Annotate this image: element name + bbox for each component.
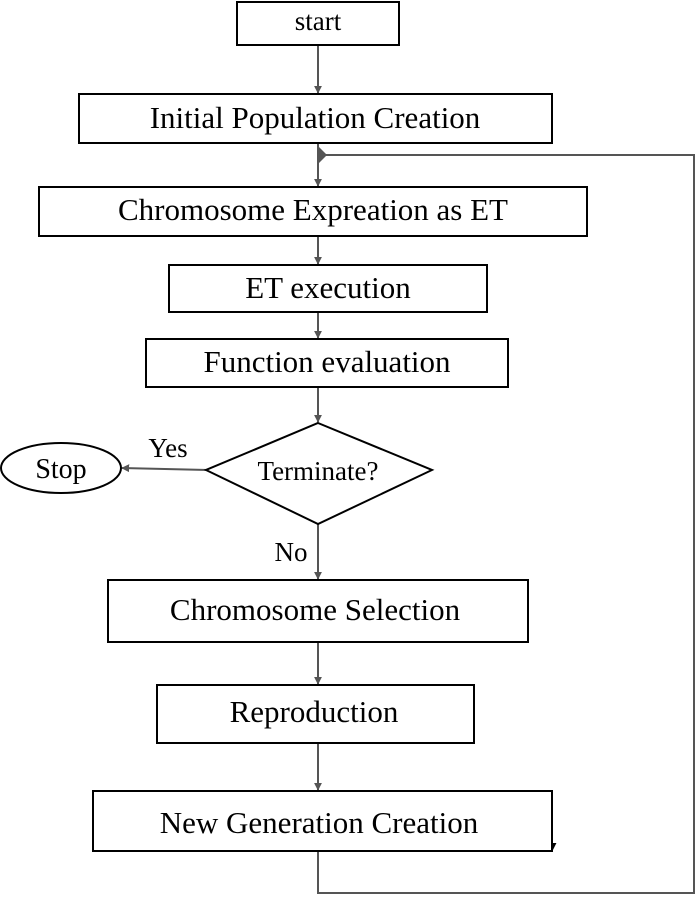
node-stop: Stop bbox=[0, 442, 122, 494]
node-stop-label: Stop bbox=[35, 454, 86, 485]
edge-loop-back bbox=[317, 154, 695, 894]
node-start: start bbox=[236, 1, 400, 46]
edge-label-no: No bbox=[275, 537, 308, 567]
node-terminate-decision: Terminate? bbox=[203, 421, 435, 526]
loop-arrowhead bbox=[318, 146, 327, 164]
edge-label-yes: Yes bbox=[148, 433, 187, 463]
node-et-execution-label: ET execution bbox=[245, 270, 411, 305]
node-function-evaluation-label: Function evaluation bbox=[203, 344, 451, 379]
node-chromosome-selection-label: Chromosome Selection bbox=[170, 592, 461, 627]
node-et-execution: ET execution bbox=[168, 264, 488, 313]
node-function-evaluation: Function evaluation bbox=[145, 338, 509, 388]
node-chromosome-expression-label: Chromosome Expreation as ET bbox=[118, 192, 508, 227]
node-reproduction-label: Reproduction bbox=[230, 694, 399, 729]
node-chromosome-expression: Chromosome Expreation as ET bbox=[38, 186, 588, 237]
node-chromosome-selection: Chromosome Selection bbox=[107, 579, 529, 643]
node-start-label: start bbox=[295, 6, 342, 36]
node-initial-population-label: Initial Population Creation bbox=[150, 100, 481, 135]
node-terminate-label: Terminate? bbox=[257, 456, 378, 486]
edge-terminate-to-stop bbox=[121, 464, 209, 473]
node-new-generation: New Generation Creation bbox=[92, 790, 553, 852]
node-initial-population: Initial Population Creation bbox=[78, 93, 553, 144]
node-new-generation-label: New Generation Creation bbox=[160, 805, 479, 840]
node-reproduction: Reproduction bbox=[156, 684, 475, 744]
